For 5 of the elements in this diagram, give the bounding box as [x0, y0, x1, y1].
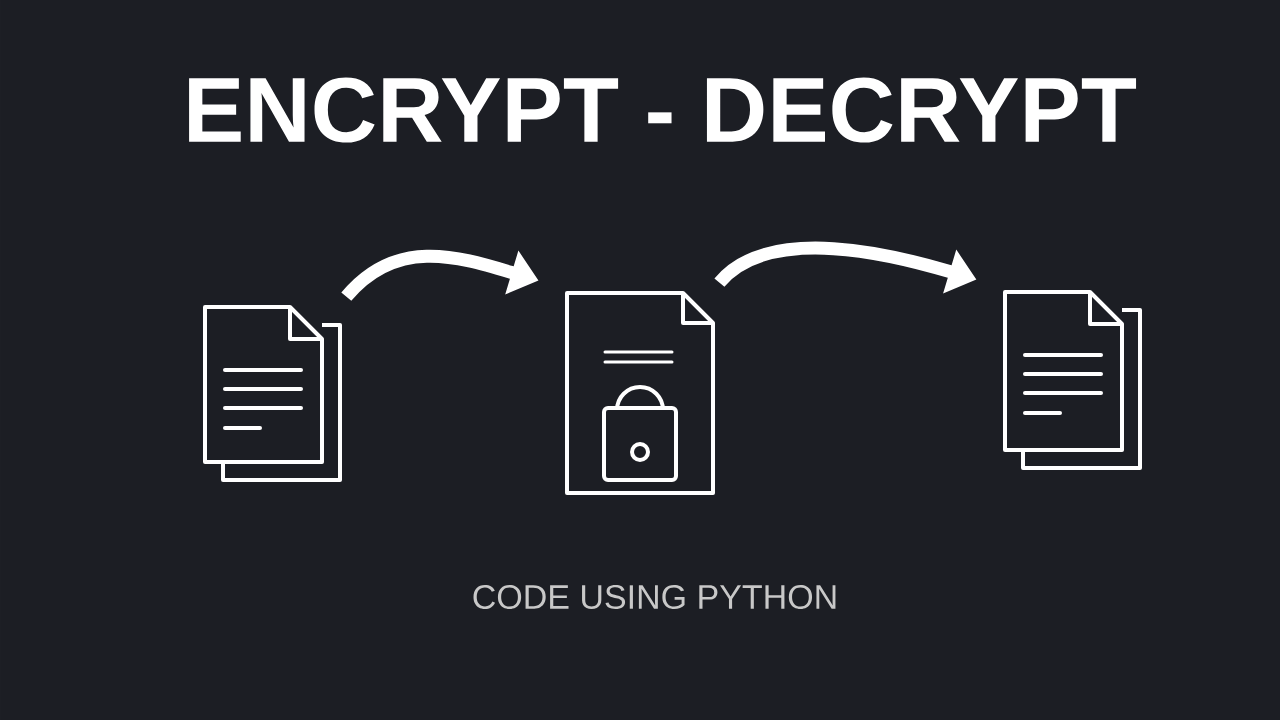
document-icon	[203, 305, 342, 482]
title: ENCRYPT - DECRYPT	[189, 77, 1137, 143]
caption: CODE USING PYTHON	[473, 584, 836, 610]
locked-document-icon	[565, 291, 715, 495]
document-icon	[1003, 290, 1142, 470]
